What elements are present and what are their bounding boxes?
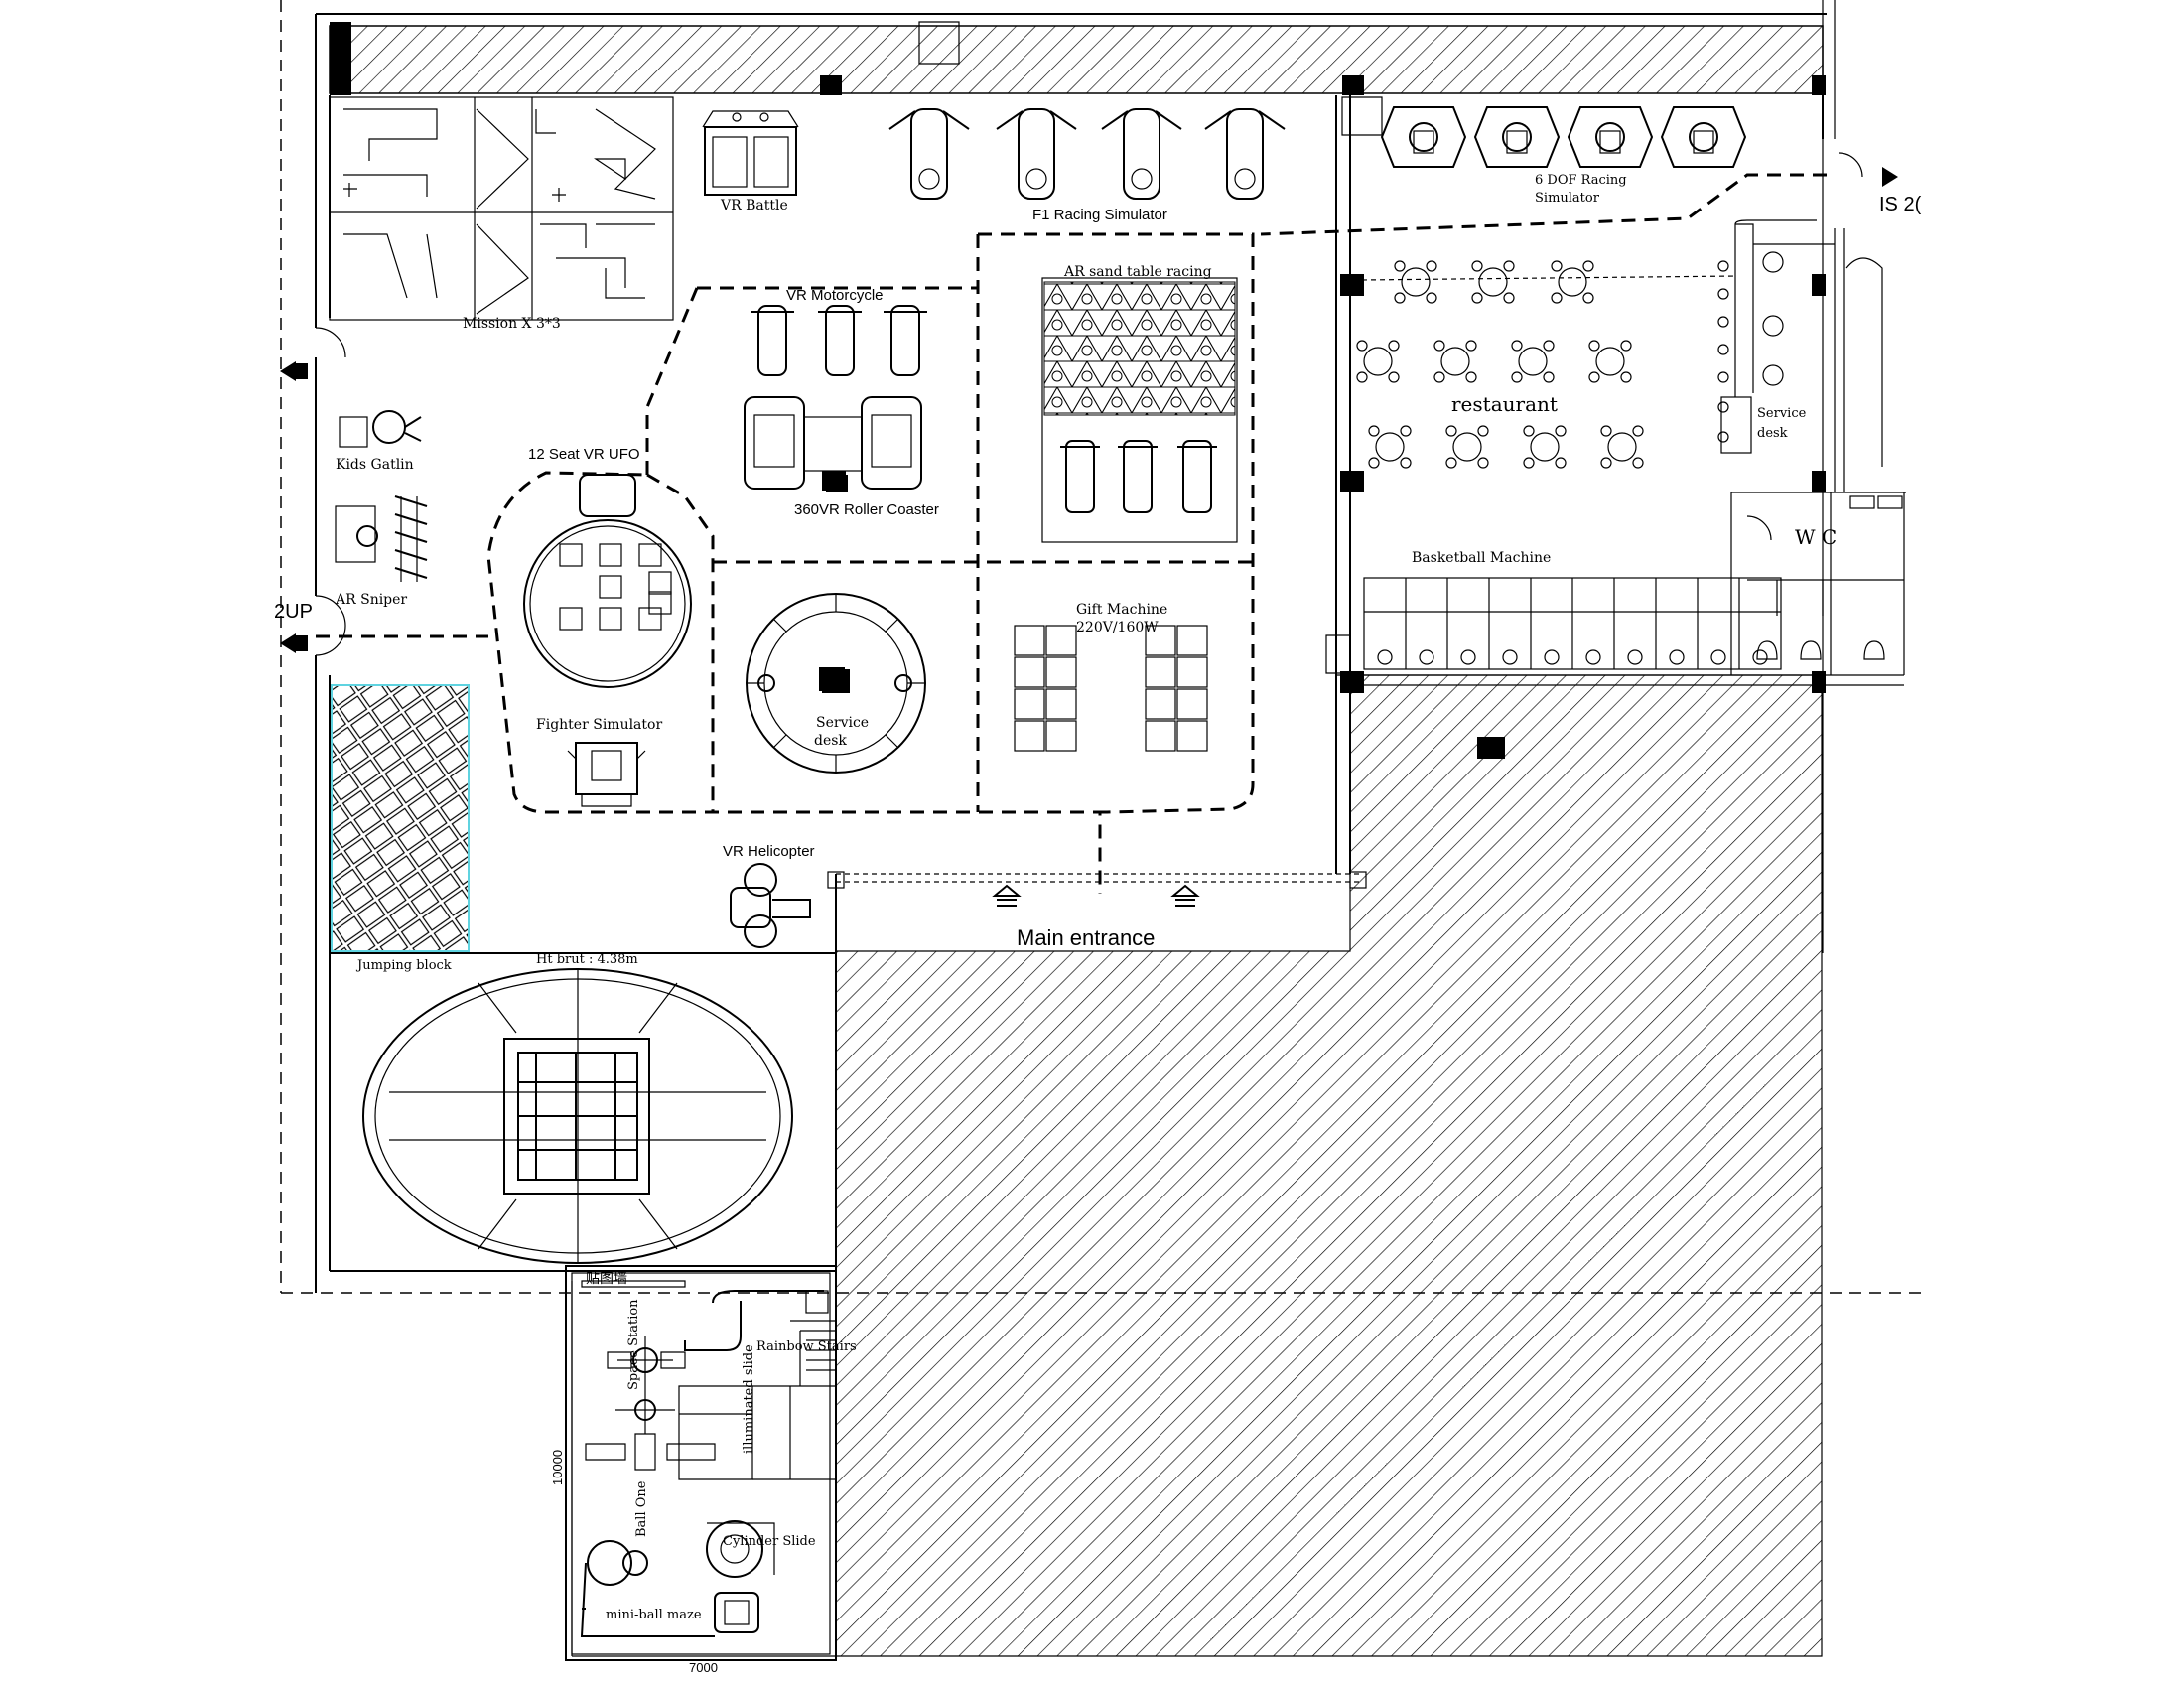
bar-service-desk: Service desk (1720, 219, 1835, 454)
ar-sniper: AR Sniper (335, 495, 428, 608)
f1-racing-label: F1 Racing Simulator (1032, 207, 1167, 223)
vr-motorcycles: VR Motorcycle (751, 287, 927, 376)
basketball-label: Basketball Machine (1412, 550, 1551, 566)
restaurant-label: restaurant (1451, 392, 1558, 416)
vr-battle-label: VR Battle (720, 198, 788, 213)
cylinder-slide-label: Cylinder Slide (723, 1534, 816, 1549)
ufo-label: 12 Seat VR UFO (528, 446, 640, 463)
service-desk-1a: Service (1757, 406, 1807, 421)
dof-racing-simulators: 6 DOF Racing Simulator (1380, 106, 1747, 206)
basketball-machines: Basketball Machine (1363, 550, 1782, 670)
illuminated-slide-label: illuminated slide (742, 1344, 756, 1454)
jumping-block: Jumping block (331, 684, 470, 973)
dimensions: 10000 7000 (550, 1281, 836, 1675)
doors (315, 21, 1863, 674)
kids-gatlin-label: Kids Gatlin (336, 457, 414, 473)
height-label: Ht brut : 4.38m (536, 952, 638, 967)
oval-ride: Ht brut : 4.38m (362, 952, 793, 1264)
gift-machines: Gift Machine 220V/160W (1014, 602, 1208, 752)
dof-label-line2: Simulator (1535, 191, 1600, 206)
vr-helicopter-label: VR Helicopter (723, 843, 815, 860)
fighter-label: Fighter Simulator (536, 717, 662, 733)
service-desk-2b: desk (814, 733, 847, 749)
zone-boundaries (316, 173, 1827, 894)
ar-sand-label: AR sand table racing (1063, 264, 1212, 280)
main-entrance-label: Main entrance (1017, 925, 1155, 950)
two-up-label: 2UP (274, 601, 313, 623)
round-service-desk: Service desk (746, 593, 926, 774)
kids-gatlin: Kids Gatlin (336, 410, 422, 473)
vr-motorcycle-label: VR Motorcycle (786, 287, 884, 304)
f1-racing-simulators: F1 Racing Simulator (888, 108, 1286, 223)
tag-cn-label: 贴图墙 (586, 1270, 627, 1286)
restaurant-tables: restaurant (1356, 260, 1738, 469)
fighter-simulator: Fighter Simulator (536, 717, 662, 807)
space-station-label: Space Station (626, 1299, 641, 1390)
dof-label-line1: 6 DOF Racing (1535, 173, 1627, 188)
wc-label: W C (1795, 525, 1837, 549)
vr-battle-machine: VR Battle (702, 110, 799, 213)
dim-7000-label: 7000 (689, 1660, 718, 1675)
wc-block: W C (1730, 228, 1906, 675)
gift-power-label: 220V/160W (1076, 620, 1159, 635)
ball-one-label: Ball One (634, 1480, 649, 1537)
vr-helicopter: VR Helicopter (723, 843, 815, 948)
top-hatched-strip (329, 22, 1824, 95)
is2-label: IS 2( (1879, 194, 1922, 215)
hatched-outdoor-area (835, 674, 1823, 1657)
rainbow-stairs-label: Rainbow Stairs (756, 1339, 857, 1354)
ar-sniper-label: AR Sniper (335, 592, 407, 608)
mission-label: Mission X 3*3 (463, 316, 561, 332)
roller-coaster: 360VR Roller Coaster (744, 396, 939, 518)
main-entrance: Main entrance (827, 871, 1367, 950)
jumping-block-label: Jumping block (355, 958, 452, 973)
mission-x-maze: Mission X 3*3 (329, 96, 674, 332)
vr-ufo: 12 Seat VR UFO (523, 446, 692, 688)
roller-coaster-label: 360VR Roller Coaster (794, 501, 939, 518)
structural-columns (819, 75, 1826, 759)
mini-ball-maze-label: mini-ball maze (606, 1608, 702, 1622)
gift-machine-label: Gift Machine (1076, 602, 1167, 618)
ar-sand-table: AR sand table racing (1041, 264, 1238, 543)
dim-10000-label: 10000 (550, 1450, 565, 1485)
exit-arrows (280, 167, 1898, 907)
kids-play-area: 贴图墙 Space Station Rainbow Stairs illumin… (580, 1270, 857, 1637)
service-desk-2a: Service (816, 715, 869, 731)
service-desk-1b: desk (1757, 426, 1788, 441)
